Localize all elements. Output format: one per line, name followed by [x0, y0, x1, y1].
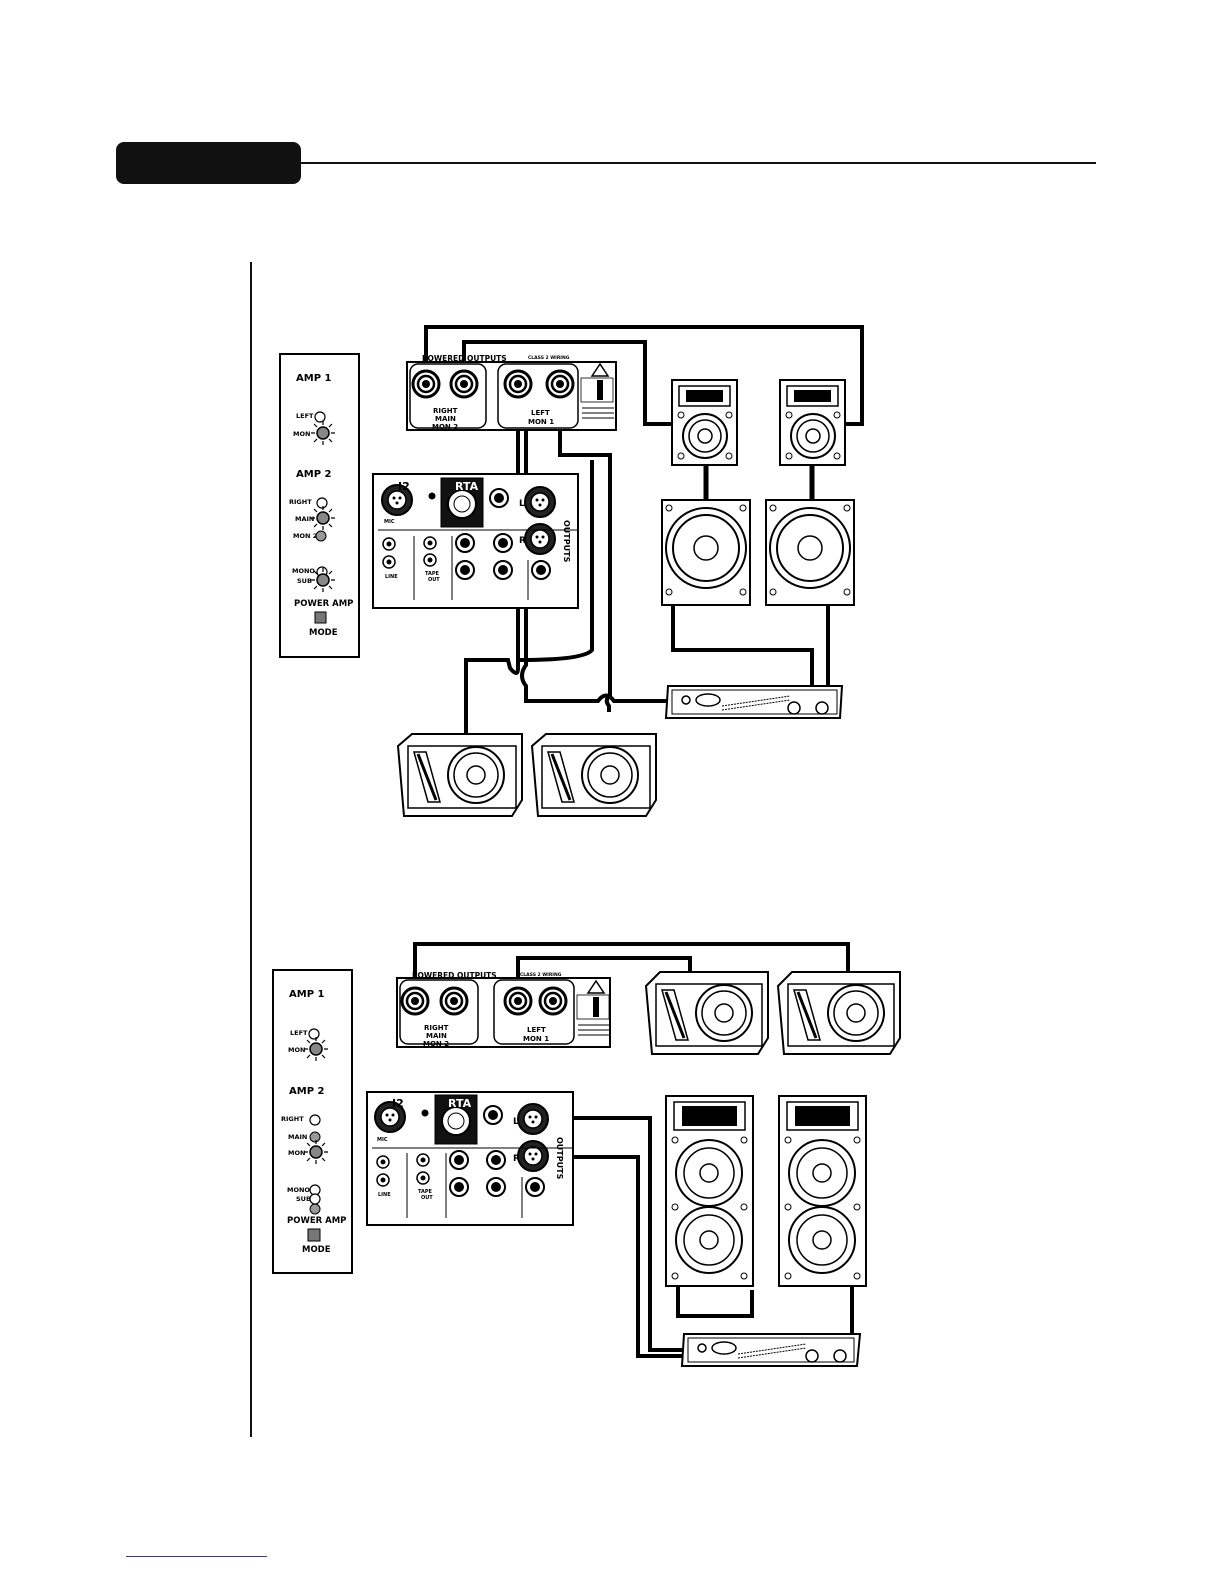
- panel1-left-monitor-wedge: [396, 733, 523, 817]
- svg-text:OUT: OUT: [428, 577, 440, 583]
- wire-mon1-to-wedge-right: [558, 383, 612, 712]
- panel2-mixer: I2 MIC RTA L R OUTPUTS LINE TAPE OUT: [366, 1091, 574, 1226]
- panel1-left-top-speaker: [671, 379, 738, 466]
- svg-text:CLASS 2 WIRING: CLASS 2 WIRING: [528, 355, 570, 361]
- panel1-amp1-left: LEFT: [296, 412, 314, 420]
- svg-text:RTA: RTA: [455, 480, 479, 493]
- svg-text:RIGHT: RIGHT: [433, 407, 458, 415]
- svg-text:LINE: LINE: [378, 1192, 391, 1198]
- panel1-right-monitor-wedge: [530, 733, 657, 817]
- svg-text:I2: I2: [398, 480, 410, 493]
- svg-text:CLASS 2 WIRING: CLASS 2 WIRING: [520, 972, 562, 978]
- panel2-amp1-left: LEFT: [290, 1029, 308, 1037]
- svg-text:MON 2: MON 2: [432, 423, 458, 431]
- panel2-left-monitor-wedge: [644, 971, 769, 1055]
- panel2-amp2-mon: MON: [288, 1149, 305, 1157]
- panel1-amp1-mon: MON: [293, 430, 310, 438]
- panel2-powered-outputs: POWERED OUTPUTS CLASS 2 WIRING RIGHT MAI…: [396, 971, 611, 1048]
- svg-text:R: R: [513, 1154, 520, 1164]
- panel2-sub: SUB: [296, 1195, 311, 1203]
- svg-text:R: R: [519, 536, 526, 546]
- panel2-power-amp: POWER AMP: [287, 1216, 346, 1226]
- wire-left-cab-to-amp: [676, 1286, 754, 1318]
- panel2-amp2-heading: AMP 2: [289, 1086, 325, 1097]
- panel2-amp2-right: RIGHT: [281, 1115, 304, 1123]
- panel1-amp2-heading: AMP 2: [296, 469, 332, 480]
- panel2-amp1-mon-led: [303, 1036, 329, 1062]
- svg-text:RIGHT: RIGHT: [424, 1024, 449, 1032]
- panel-2: AMP 1 LEFT MON AMP 2 RIGHT MAIN MON MONO…: [272, 942, 901, 1367]
- footer-rule: [126, 1556, 267, 1557]
- wire-out-r-to-amp: [537, 1155, 683, 1358]
- svg-text:OUT: OUT: [421, 1195, 433, 1201]
- svg-text:I2: I2: [392, 1097, 404, 1110]
- svg-text:LEFT: LEFT: [527, 1026, 546, 1034]
- panel1-amp1-heading: AMP 1: [296, 373, 332, 384]
- panel1-right-subwoofer: [765, 499, 855, 606]
- panel1-power-amplifier: [664, 685, 844, 719]
- panel1-amp1-mon-led: [310, 420, 336, 446]
- panel2-amp2-mon-led: [303, 1139, 329, 1165]
- panel1-mode-panel: AMP 1 LEFT MON AMP 2 RIGHT MAIN MON 2 MO…: [279, 353, 360, 658]
- wire-right-main-to-right-top: [424, 325, 864, 426]
- wire-left-sub-to-amp: [671, 605, 814, 690]
- panel2-left-main-speaker: [665, 1095, 754, 1287]
- svg-text:POWERED OUTPUTS: POWERED OUTPUTS: [412, 971, 497, 980]
- panel2-mode-button: [307, 1228, 321, 1242]
- panel-1: AMP 1 LEFT MON AMP 2 RIGHT MAIN MON 2 MO…: [279, 325, 864, 817]
- section-header-tab: [116, 142, 301, 184]
- panel1-amp2-main-led: [310, 505, 336, 531]
- svg-text:MIC: MIC: [384, 519, 395, 525]
- panel1-powered-outputs: POWERED OUTPUTS CLASS 2 WIRING RIGHT MAI…: [406, 354, 617, 431]
- panel2-mode: MODE: [302, 1245, 331, 1255]
- svg-text:LINE: LINE: [385, 574, 398, 580]
- svg-text:LEFT: LEFT: [531, 409, 550, 417]
- svg-text:RTA: RTA: [448, 1097, 472, 1110]
- panel1-mono: MONO: [292, 567, 315, 575]
- panel2-right-monitor-wedge: [776, 971, 901, 1055]
- wire-mon-to-power-amp: [520, 396, 680, 703]
- svg-text:MON 2: MON 2: [423, 1040, 449, 1048]
- svg-text:MON 1: MON 1: [523, 1035, 549, 1043]
- panel1-sub: SUB: [297, 577, 312, 585]
- header-rule: [300, 162, 1096, 164]
- panel2-wires: [413, 942, 854, 1358]
- svg-text:TAPE: TAPE: [425, 571, 440, 577]
- panel1-amp2-main: MAIN: [295, 515, 314, 523]
- panel1-wires: [424, 325, 864, 741]
- panel1-mixer: I2 MIC RTA L R OUTPUTS LINE TAPE OUT: [372, 473, 579, 609]
- svg-text:OUTPUTS: OUTPUTS: [562, 520, 571, 563]
- panel2-amp2-main: MAIN: [288, 1133, 307, 1141]
- svg-text:L: L: [513, 1117, 519, 1127]
- panel2-mono: MONO: [287, 1186, 310, 1194]
- wire-left-mon-to-wedge-left: [464, 383, 520, 741]
- panel1-sub-led: [310, 567, 336, 593]
- panel1-amp2-mon2: MON 2: [293, 532, 317, 540]
- svg-text:MIC: MIC: [377, 1137, 388, 1143]
- panel1-mode: MODE: [309, 628, 338, 638]
- wire-mon2-to-left-top: [462, 340, 672, 426]
- svg-text:MAIN: MAIN: [435, 415, 456, 423]
- panel1-amp2-right: RIGHT: [289, 498, 312, 506]
- panel2-amp1-heading: AMP 1: [289, 989, 325, 1000]
- svg-text:OUTPUTS: OUTPUTS: [555, 1137, 564, 1180]
- wire-out-l-to-amp: [537, 1116, 683, 1352]
- margin-rule: [250, 262, 252, 1437]
- svg-text:MON 1: MON 1: [528, 418, 554, 426]
- panel1-right-top-speaker: [779, 379, 846, 466]
- svg-text:MAIN: MAIN: [426, 1032, 447, 1040]
- panel2-right-main-speaker: [778, 1095, 867, 1287]
- svg-text:POWERED OUTPUTS: POWERED OUTPUTS: [422, 354, 507, 363]
- panel1-mode-button: [314, 611, 327, 624]
- svg-text:L: L: [519, 499, 525, 509]
- svg-text:TAPE: TAPE: [418, 1189, 433, 1195]
- panel2-power-amplifier: [680, 1333, 862, 1367]
- panel2-amp1-mon: MON: [288, 1046, 305, 1054]
- wire-right-main-to-right-wedge: [413, 942, 850, 1000]
- panel2-mode-panel: AMP 1 LEFT MON AMP 2 RIGHT MAIN MON MONO…: [272, 969, 353, 1274]
- panel1-left-subwoofer: [661, 499, 751, 606]
- panel1-power-amp: POWER AMP: [294, 599, 353, 609]
